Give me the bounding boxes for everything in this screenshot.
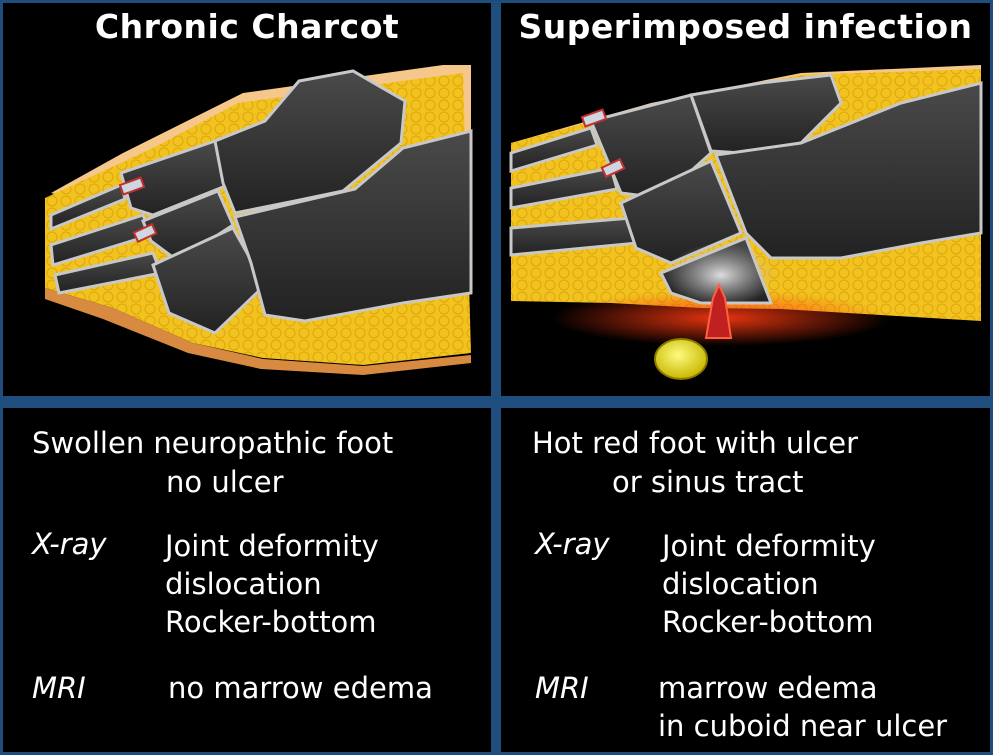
mri-label: MRI [32, 671, 86, 705]
abscess-collection [654, 338, 708, 380]
mri-finding-2: in cuboid near ulcer [658, 709, 948, 743]
foot-bones [49, 69, 473, 335]
panel-title-left: Chronic Charcot [94, 7, 400, 46]
mri-finding-1: no marrow edema [168, 671, 433, 705]
ulcer-sinus-tract [704, 282, 733, 339]
ligament-markers [580, 108, 626, 179]
xray-finding-2: dislocation [165, 567, 322, 601]
xray-finding-2: dislocation [662, 567, 819, 601]
panel-title-right: Superimposed infection [518, 7, 973, 46]
xray-finding-1: Joint deformity [165, 529, 379, 563]
presentation-line-1: Hot red foot with ulcer [532, 426, 859, 460]
xray-finding-3: Rocker-bottom [662, 605, 874, 639]
presentation-line-2: or sinus tract [612, 465, 804, 499]
ligament-markers [118, 176, 158, 244]
chronic-charcot-findings-panel: Swollen neuropathic foot no ulcer X-ray … [3, 408, 491, 752]
chronic-charcot-foot-illustration [45, 65, 473, 375]
chronic-charcot-illustration-panel: Chronic Charcot [3, 3, 491, 396]
mri-label: MRI [535, 671, 589, 705]
xray-finding-1: Joint deformity [662, 529, 876, 563]
marrow-edema [666, 243, 776, 307]
xray-finding-3: Rocker-bottom [165, 605, 377, 639]
mri-finding-1: marrow edema [658, 671, 878, 705]
presentation-line-2: no ulcer [166, 465, 284, 499]
xray-label: X-ray [535, 527, 610, 561]
presentation-line-1: Swollen neuropathic foot [32, 426, 394, 460]
superimposed-infection-foot-illustration [509, 65, 983, 380]
plantar-skin [45, 288, 471, 375]
superimposed-infection-illustration-panel: Superimposed infection [501, 3, 990, 396]
xray-label: X-ray [32, 527, 107, 561]
superimposed-infection-findings-panel: Hot red foot with ulcer or sinus tract X… [501, 408, 990, 752]
